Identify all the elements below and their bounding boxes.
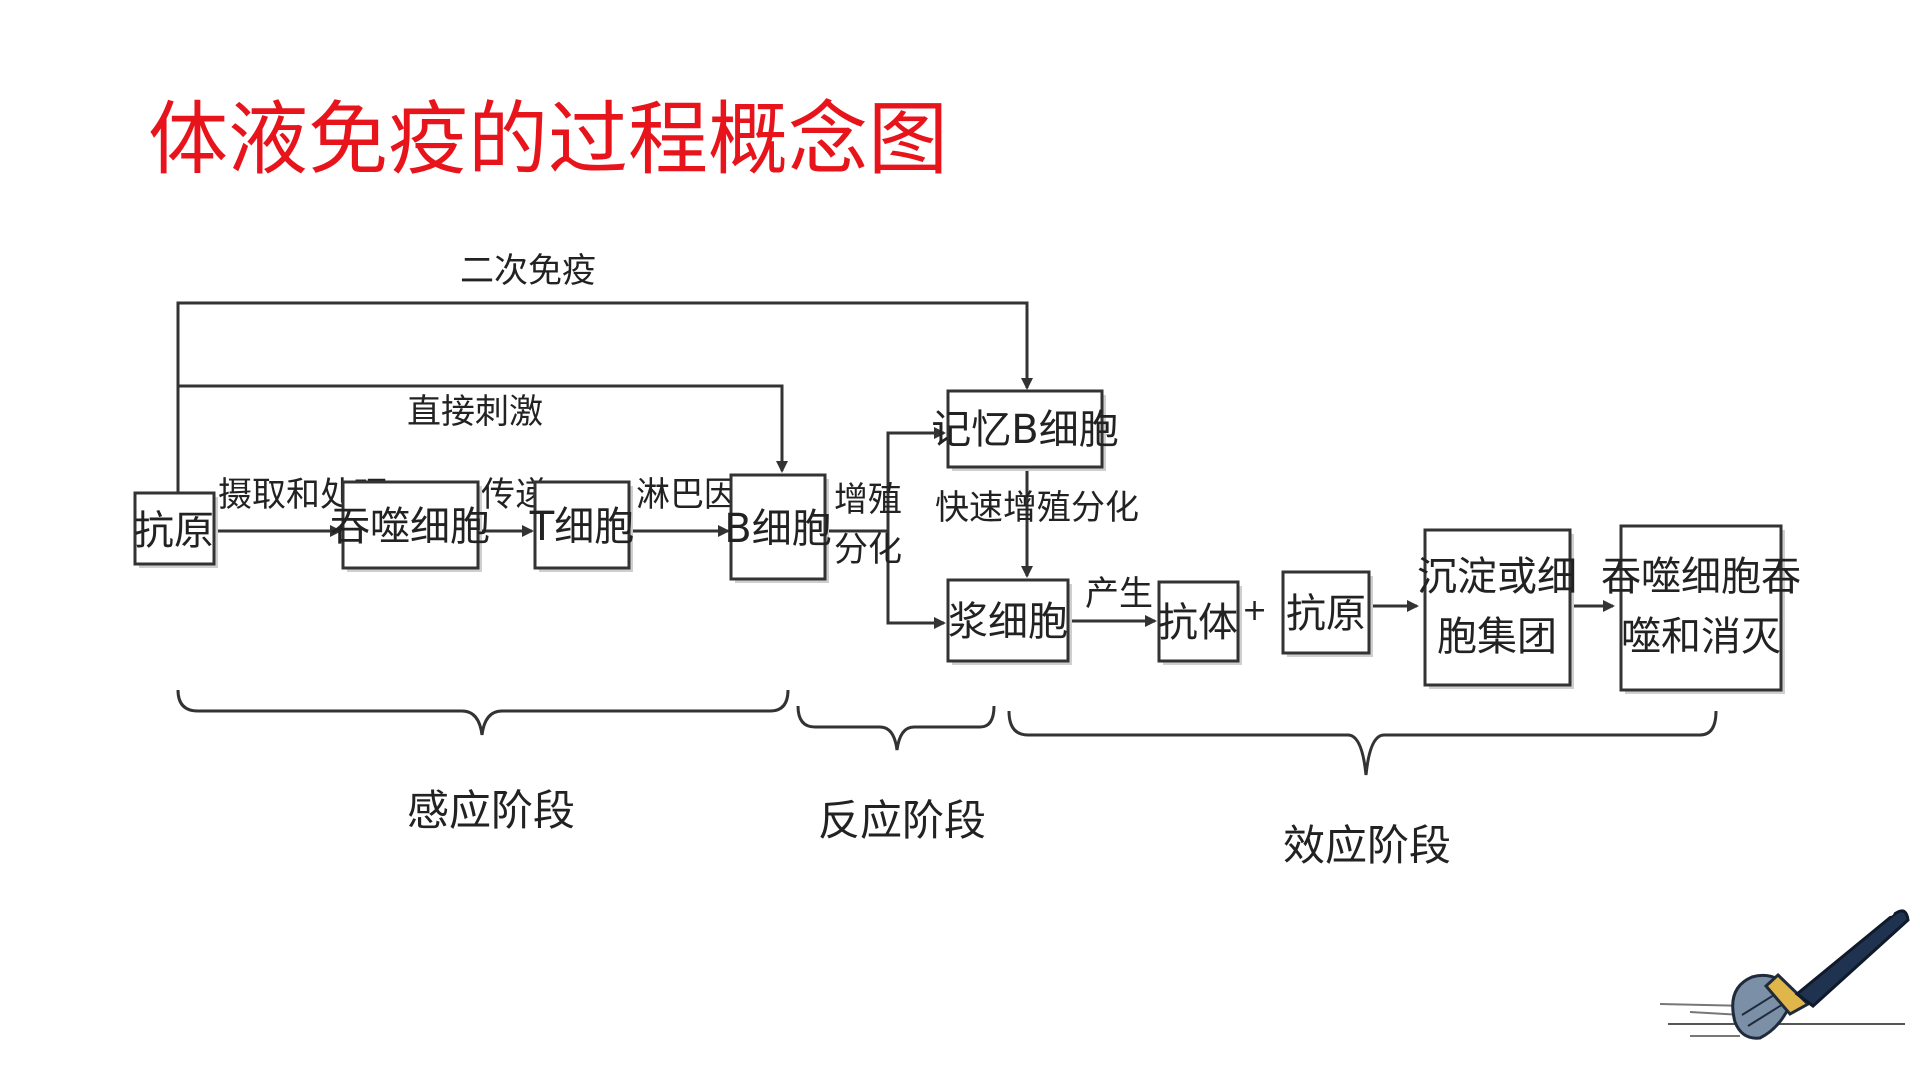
secondary-immunity-line — [176, 301, 1033, 495]
node-antibody: 抗体 — [1157, 580, 1242, 665]
paintbrush-icon — [1659, 908, 1910, 1040]
node-t-cell: T细胞 — [529, 480, 634, 572]
svg-text:B细胞: B细胞 — [724, 506, 831, 552]
svg-text:T细胞: T细胞 — [529, 504, 634, 550]
svg-text:吞噬细胞: 吞噬细胞 — [330, 504, 490, 550]
node-memory-b-cell: 记忆B细胞 — [931, 389, 1119, 471]
svg-text:吞噬细胞吞: 吞噬细胞吞 — [1601, 554, 1801, 600]
svg-text:沉淀或细: 沉淀或细 — [1417, 554, 1577, 600]
arrow-to-memory-b — [886, 427, 946, 531]
node-antigen: 抗原 — [133, 491, 218, 568]
brace-reaction — [796, 705, 996, 751]
node-engulf: 吞噬细胞吞 噬和消灭 — [1601, 524, 1801, 694]
slide-title: 体液免疫的过程概念图 — [148, 93, 948, 186]
svg-text:浆细胞: 浆细胞 — [948, 599, 1068, 645]
svg-text:噬和消灭: 噬和消灭 — [1621, 614, 1781, 660]
brace-effector — [1007, 710, 1718, 776]
stage-reaction-label: 反应阶段 — [818, 796, 986, 845]
node-precipitate: 沉淀或细 胞集团 — [1417, 528, 1577, 689]
brace-sensing — [176, 689, 790, 736]
node-plasma-cell: 浆细胞 — [946, 578, 1072, 665]
label-secondary-immunity: 二次免疫 — [460, 251, 596, 291]
svg-text:抗原: 抗原 — [134, 508, 214, 554]
node-phagocyte: 吞噬细胞 — [330, 480, 490, 572]
direct-stimulation-line — [178, 384, 788, 473]
stage-effector-label: 效应阶段 — [1283, 821, 1451, 870]
label-rapid-proliferate: 快速增殖分化 — [935, 488, 1139, 528]
stage-sensing-label: 感应阶段 — [407, 786, 575, 835]
label-direct-stimulation: 直接刺激 — [407, 392, 543, 432]
label-proliferate-1: 增殖 — [834, 480, 902, 520]
connectors — [176, 301, 1615, 629]
svg-text:记忆B细胞: 记忆B细胞 — [931, 407, 1118, 453]
arrow-to-plasma — [886, 531, 946, 629]
node-antigen-2: 抗原 — [1281, 570, 1373, 657]
label-plus: + — [1242, 593, 1267, 628]
label-produce: 产生 — [1085, 574, 1153, 614]
label-proliferate-2: 分化 — [834, 530, 902, 570]
svg-text:胞集团: 胞集团 — [1437, 614, 1557, 660]
node-b-cell: B细胞 — [724, 473, 832, 583]
svg-text:抗体: 抗体 — [1158, 600, 1238, 646]
svg-text:抗原: 抗原 — [1286, 591, 1366, 637]
